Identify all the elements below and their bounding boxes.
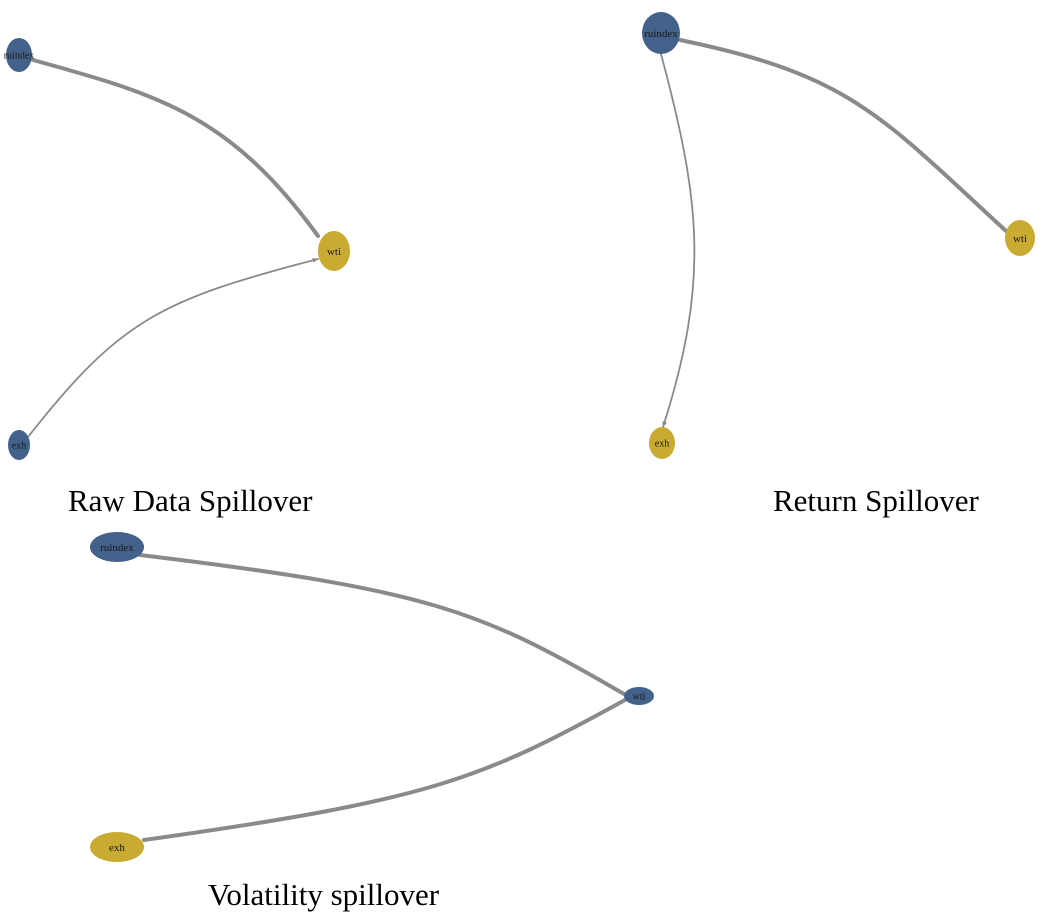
volatility-spillover-caption: Volatility spillover (208, 877, 440, 912)
raw-node-label-exh: exh (12, 441, 26, 452)
volatility-edge-exh-to-wti (142, 698, 627, 842)
volatility-edge-ruindex-to-wti (138, 553, 626, 696)
volatility-node-wti (624, 687, 654, 705)
volatility-node-exh (90, 832, 144, 862)
volatility-node-label-wti: wti (633, 692, 646, 703)
return-node-label-exh: exh (655, 439, 669, 450)
raw-data-spillover-caption: Raw Data Spillover (68, 483, 313, 518)
return-node-ruindex (642, 12, 680, 54)
raw-edge-ruindex-to-wti (31, 58, 320, 238)
raw-edge-exh-to-wti (27, 258, 319, 438)
raw-node-ruindex (6, 38, 32, 72)
return-spillover-caption: Return Spillover (773, 483, 979, 518)
return-node-label-ruindex: ruindex (644, 28, 678, 40)
return-node-wti (1005, 220, 1035, 256)
volatility-node-ruindex (90, 532, 144, 562)
raw-node-label-ruindex: ruindex (4, 51, 35, 62)
volatility-node-label-exh: exh (109, 842, 125, 854)
return-edge-ruindex-to-exh (660, 53, 696, 428)
return-node-exh (649, 427, 675, 459)
raw-node-label-wti: wti (327, 246, 341, 258)
return-edge-ruindex-to-wti (678, 38, 1008, 233)
return-node-label-wti: wti (1013, 233, 1027, 245)
raw-node-exh (8, 430, 30, 460)
volatility-node-label-ruindex: ruindex (100, 542, 134, 554)
raw-node-wti (318, 231, 350, 271)
